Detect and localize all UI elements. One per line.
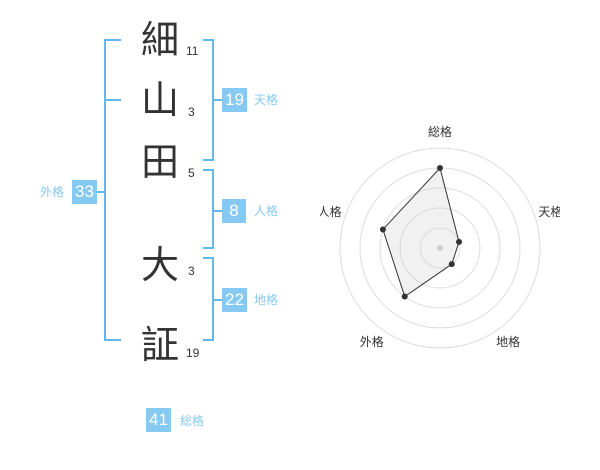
radar-center-dot	[437, 245, 443, 251]
stroke-count-3: 5	[188, 166, 195, 180]
radar-axis-label: 外格	[360, 334, 384, 349]
stroke-count-2: 3	[188, 105, 195, 119]
radar-grid-ring	[399, 207, 481, 289]
gaikaku-badge: 33	[72, 180, 97, 204]
radar-point	[437, 165, 443, 171]
gaikaku-label: 外格	[40, 185, 65, 199]
name-char-1: 細	[140, 18, 179, 62]
name-char-2: 山	[140, 78, 179, 122]
jinkaku-bracket	[203, 169, 214, 249]
radar-grid-ring	[339, 147, 541, 349]
stroke-count-4: 3	[188, 264, 195, 278]
radar-axis-label: 天格	[538, 204, 560, 219]
tenkaku-label: 天格	[254, 93, 279, 107]
radar-axis-label: 総格	[428, 124, 452, 139]
jinkaku-badge: 8	[222, 199, 246, 223]
name-char-5: 証	[140, 323, 179, 367]
radar-axis-label: 人格	[320, 204, 342, 219]
chikaku-bracket	[203, 257, 214, 341]
radar-grid-ring	[379, 187, 501, 309]
gaikaku-bracket	[104, 39, 121, 341]
radar-grid-ring	[419, 227, 461, 269]
radar-point	[456, 238, 463, 245]
soukaku-badge: 41	[146, 408, 171, 432]
stroke-count-1: 11	[186, 44, 199, 58]
stroke-count-5: 19	[186, 346, 200, 360]
radar-point	[379, 226, 386, 233]
radar-series-polygon	[382, 166, 460, 298]
name-char-3: 田	[140, 140, 179, 184]
radar-point	[401, 293, 408, 300]
radar-point	[448, 261, 455, 268]
chikaku-label: 地格	[254, 293, 279, 307]
jinkaku-label: 人格	[254, 204, 279, 218]
tenkaku-bracket	[203, 39, 214, 161]
radar-axis-label: 地格	[496, 334, 520, 349]
chikaku-badge: 22	[222, 288, 247, 312]
tenkaku-badge: 19	[222, 88, 247, 112]
soukaku-label: 総格	[180, 414, 205, 428]
name-char-4: 大	[140, 243, 179, 287]
